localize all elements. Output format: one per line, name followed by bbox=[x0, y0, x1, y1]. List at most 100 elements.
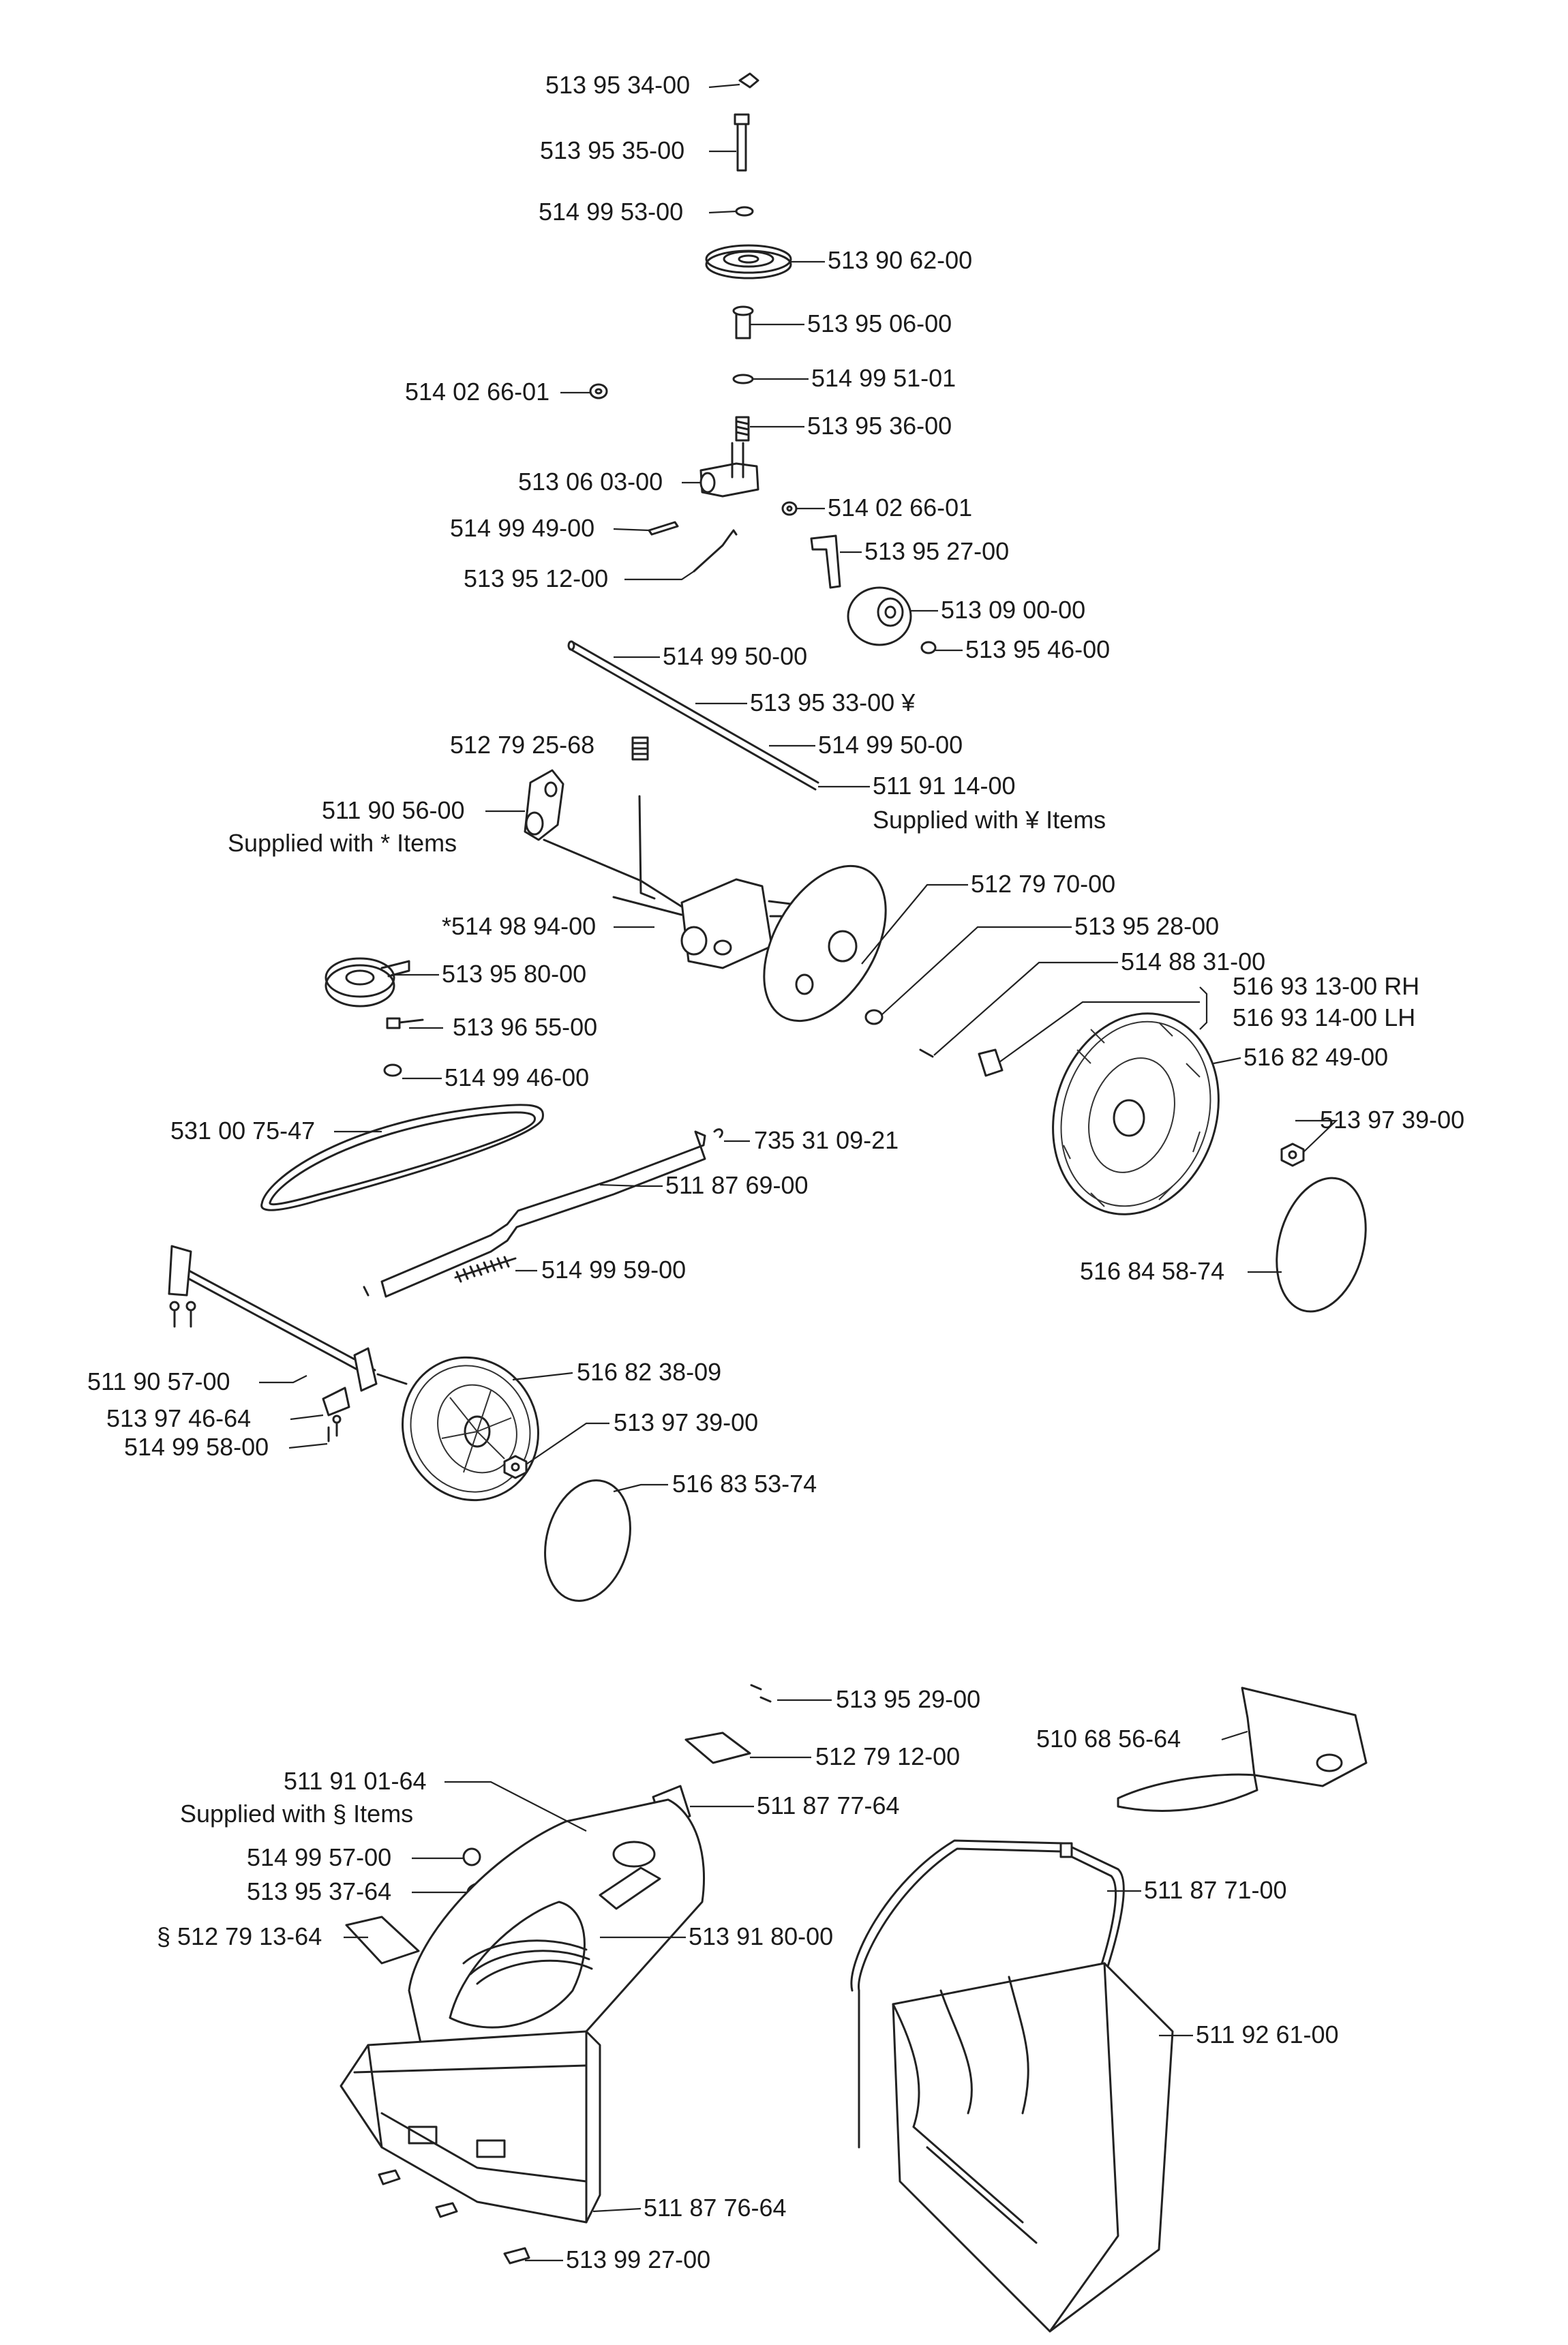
part-label: 511 91 01-64 bbox=[284, 1767, 427, 1795]
part-label: 513 97 39-00 bbox=[614, 1408, 758, 1436]
bushing-part bbox=[978, 1048, 1004, 1077]
part-label: 513 96 55-00 bbox=[453, 1013, 597, 1041]
part-note: Supplied with ¥ Items bbox=[873, 806, 1106, 834]
rod-part bbox=[380, 1130, 706, 1298]
washer-part bbox=[732, 374, 754, 384]
hubcap-part bbox=[544, 1479, 631, 1602]
part-label: 513 06 03-00 bbox=[518, 468, 663, 496]
washer-part bbox=[735, 206, 754, 217]
part-label: 513 09 00-00 bbox=[941, 596, 1085, 624]
part-label: 513 95 29-00 bbox=[836, 1685, 980, 1713]
washer-part bbox=[589, 383, 608, 399]
part-label: 513 95 80-00 bbox=[442, 960, 586, 988]
nut-part bbox=[383, 1063, 402, 1077]
rear-wheel-part bbox=[402, 1356, 539, 1502]
part-label: 514 99 50-00 bbox=[663, 642, 807, 670]
part-label: 516 84 58-74 bbox=[1080, 1257, 1224, 1285]
part-label: 516 82 49-00 bbox=[1243, 1043, 1388, 1071]
plug-part bbox=[462, 1847, 481, 1866]
mulch-plug-part bbox=[1117, 1686, 1368, 1812]
disc-part bbox=[847, 586, 912, 646]
washer-part bbox=[864, 1009, 884, 1025]
spring-part bbox=[363, 1256, 517, 1297]
bracket-part bbox=[322, 1387, 350, 1417]
washer-part bbox=[920, 641, 937, 654]
screw-part bbox=[169, 1301, 196, 1328]
part-label: 514 99 49-00 bbox=[450, 514, 594, 542]
part-label: 513 91 80-00 bbox=[689, 1922, 833, 1950]
part-label: 516 83 53-74 bbox=[672, 1470, 817, 1498]
cutter-disc-part bbox=[763, 864, 887, 1023]
part-label: 511 92 61-00 bbox=[1196, 2021, 1339, 2048]
grass-bag-part bbox=[892, 1962, 1174, 2333]
drive-shaft-part bbox=[567, 640, 819, 791]
part-label: 513 99 27-00 bbox=[566, 2245, 710, 2273]
part-label: 513 90 62-00 bbox=[828, 246, 972, 274]
grass-catcher-frame-part bbox=[340, 2030, 601, 2224]
part-label: 513 95 27-00 bbox=[864, 537, 1009, 565]
bracket-part bbox=[810, 534, 841, 589]
lever-part bbox=[524, 769, 564, 841]
part-label: 514 99 51-01 bbox=[811, 364, 956, 392]
part-label: 512 79 12-00 bbox=[815, 1742, 960, 1770]
part-label: 514 99 58-00 bbox=[124, 1433, 269, 1461]
part-label: 513 95 35-00 bbox=[540, 136, 684, 164]
part-label: 511 87 69-00 bbox=[665, 1171, 809, 1199]
part-note: Supplied with § Items bbox=[180, 1800, 413, 1828]
part-label: 513 95 46-00 bbox=[965, 635, 1110, 663]
part-label: 513 95 12-00 bbox=[464, 564, 608, 592]
cotter-pin-part bbox=[648, 521, 679, 536]
flap-part bbox=[345, 1916, 420, 1965]
screw-part bbox=[327, 1414, 342, 1442]
clip-part bbox=[750, 1684, 772, 1703]
pulley-part bbox=[325, 957, 410, 1008]
part-label: 514 02 66-01 bbox=[405, 378, 549, 406]
nut-part bbox=[386, 1017, 424, 1029]
clip-part bbox=[738, 72, 759, 89]
part-label: 514 99 59-00 bbox=[541, 1256, 686, 1284]
part-label: 512 79 25-68 bbox=[450, 731, 594, 759]
part-label: 513 95 28-00 bbox=[1074, 912, 1219, 940]
part-label: 512 79 70-00 bbox=[971, 870, 1115, 898]
part-label: 513 97 39-00 bbox=[1320, 1106, 1464, 1134]
pin-part bbox=[919, 1048, 934, 1058]
part-label: 514 99 57-00 bbox=[247, 1843, 391, 1871]
part-label: 516 82 38-09 bbox=[577, 1358, 721, 1386]
part-label: 514 99 46-00 bbox=[444, 1063, 589, 1091]
part-label: 735 31 09-21 bbox=[754, 1126, 899, 1154]
bracket-part bbox=[684, 1731, 751, 1764]
part-label: 511 90 57-00 bbox=[87, 1367, 230, 1395]
part-label: 516 93 13-00 RH bbox=[1233, 972, 1419, 1000]
part-note: Supplied with * Items bbox=[228, 829, 457, 857]
part-label: 511 91 14-00 bbox=[873, 772, 1016, 800]
pin-part bbox=[734, 113, 750, 172]
part-label: 514 88 31-00 bbox=[1121, 948, 1265, 975]
part-label: 531 00 75-47 bbox=[170, 1117, 315, 1145]
spring-part bbox=[735, 416, 750, 442]
nut-part bbox=[503, 1455, 528, 1479]
nut-part bbox=[1280, 1143, 1305, 1167]
part-label: § 512 79 13-64 bbox=[157, 1922, 322, 1950]
gearbox-part bbox=[543, 795, 792, 969]
belt-part bbox=[260, 1104, 544, 1211]
belt-part-inner bbox=[269, 1111, 536, 1206]
part-label: 514 99 53-00 bbox=[539, 198, 683, 226]
front-wheel-part bbox=[1052, 1012, 1220, 1215]
washer-part bbox=[781, 501, 798, 516]
clip-part bbox=[713, 1128, 723, 1138]
leader-lines bbox=[259, 83, 1338, 2262]
part-label: 510 68 56-64 bbox=[1036, 1725, 1181, 1753]
part-drawings bbox=[168, 72, 1368, 2333]
rear-deck-part bbox=[408, 1798, 705, 2087]
rear-axle-part bbox=[168, 1245, 408, 1392]
part-label: 513 95 06-00 bbox=[807, 309, 952, 337]
part-label: 513 95 36-00 bbox=[807, 412, 952, 440]
hubcap-part bbox=[1276, 1177, 1367, 1313]
part-label: 513 95 33-00 ¥ bbox=[750, 689, 916, 716]
part-label: 514 99 50-00 bbox=[818, 731, 963, 759]
wire-part bbox=[693, 529, 738, 573]
shaft-part bbox=[732, 305, 754, 339]
part-label: 511 87 76-64 bbox=[644, 2194, 787, 2222]
part-label: 511 90 56-00 bbox=[322, 796, 465, 824]
